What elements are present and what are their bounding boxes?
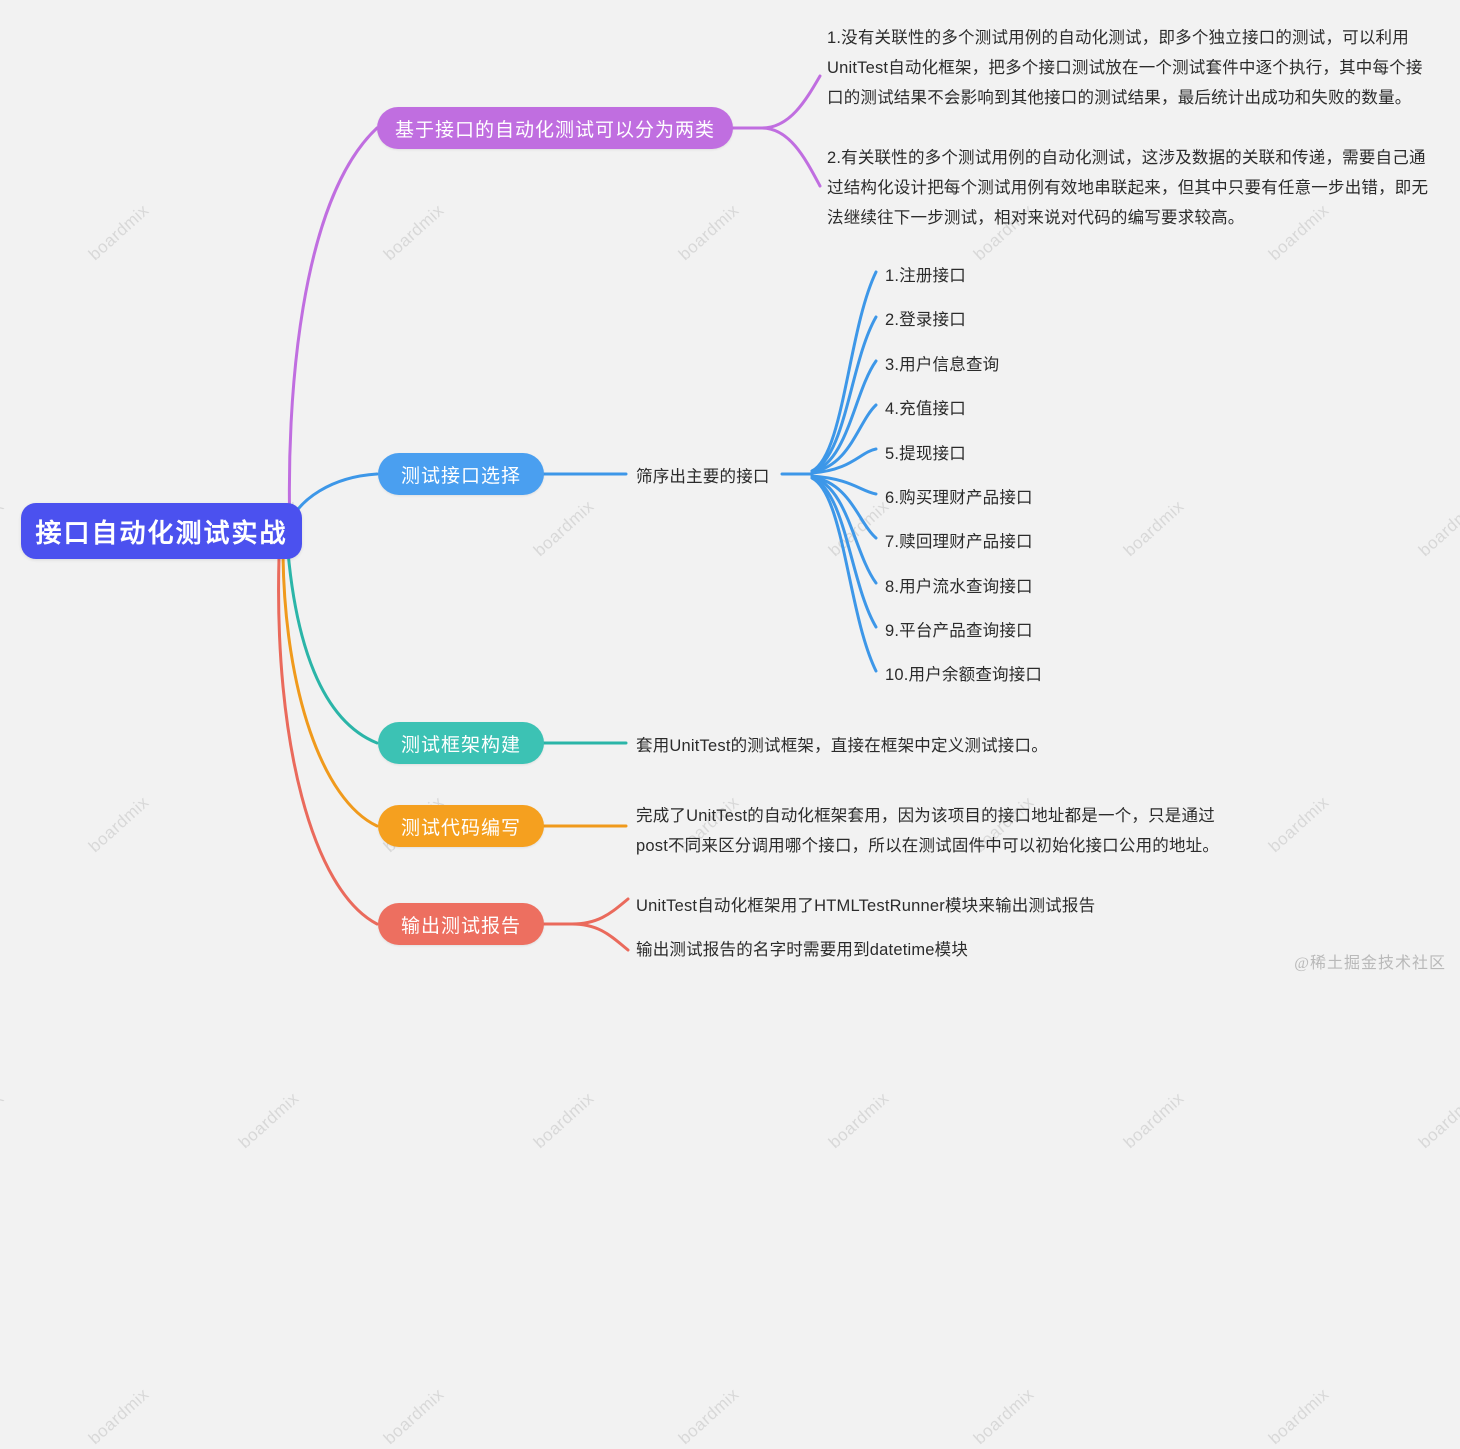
edge-classification-child-2 — [760, 126, 822, 188]
edge-interface-1 — [810, 270, 878, 473]
branch-label-classification: 基于接口的自动化测试可以分为两类 — [394, 119, 715, 141]
branch-label-report-output: 输出测试报告 — [400, 915, 521, 937]
leaf-report-output-2: 输出测试报告的名字时需要用到datetime模块 — [636, 941, 969, 959]
watermark-text: boardmix — [1120, 1088, 1188, 1153]
leaf-interface-10: 10.用户余额查询接口 — [885, 666, 1043, 684]
leaf-interface-4: 4.充值接口 — [885, 400, 966, 418]
branch-node-framework-build[interactable]: 测试框架构建 — [378, 722, 544, 764]
watermark-text: boardmix — [0, 496, 8, 561]
edge-interface-9 — [810, 476, 878, 629]
branch-node-code-writing[interactable]: 测试代码编写 — [378, 805, 544, 847]
edge-interface-4 — [810, 403, 878, 474]
leaf-report-output-1: UnitTest自动化框架用了HTMLTestRunner模块来输出测试报告 — [636, 897, 1096, 915]
edge-interface-3 — [810, 359, 878, 474]
watermark-text: boardmix — [380, 200, 448, 265]
watermark-text: boardmix — [85, 792, 153, 857]
branch-label-interface-selection: 测试接口选择 — [400, 465, 521, 487]
watermark-text: boardmix — [1120, 496, 1188, 561]
leaf-interface-7: 7.赎回理财产品接口 — [885, 533, 1033, 551]
watermark-text: boardmix — [970, 1384, 1038, 1449]
watermark-text: boardmix — [530, 1088, 598, 1153]
leaf-interface-2: 2.登录接口 — [885, 311, 966, 329]
edge-report-output-child-1 — [570, 897, 630, 926]
edge-root-code-writing — [281, 554, 379, 828]
leaf-classification-item-1: 1.没有关联性的多个测试用例的自动化测试，即多个独立接口的测试，可以利用Unit… — [827, 29, 1423, 107]
watermark-text: boardmix — [85, 1384, 153, 1449]
watermark-text: boardmix — [825, 1088, 893, 1153]
leaf-classification-item-2: 2.有关联性的多个测试用例的自动化测试，这涉及数据的关联和传递，需要自己通过结构… — [827, 149, 1429, 227]
watermark-text: boardmix — [1415, 496, 1460, 561]
leaf-interface-selection-middle: 筛序出主要的接口 — [636, 468, 770, 486]
edge-root-report-output — [277, 556, 379, 926]
leaf-framework-build-1: 套用UnitTest的测试框架，直接在框架中定义测试接口。 — [636, 737, 1048, 755]
edge-interface-5 — [810, 447, 878, 475]
leaf-interface-3: 3.用户信息查询 — [885, 356, 1000, 374]
edge-interface-10 — [810, 476, 878, 673]
edge-interface-2 — [810, 315, 878, 473]
edge-interface-8 — [810, 475, 878, 585]
watermark-text: boardmix — [1265, 1384, 1333, 1449]
edge-root-interface-selection — [288, 472, 379, 524]
edge-root-classification — [287, 126, 379, 533]
watermark-text: boardmix — [675, 1384, 743, 1449]
edge-interface-6 — [810, 474, 878, 496]
edge-interface-7 — [810, 475, 878, 540]
branch-node-classification[interactable]: 基于接口的自动化测试可以分为两类 — [377, 107, 733, 149]
watermark-text: boardmix — [85, 200, 153, 265]
leaf-interface-1: 1.注册接口 — [885, 267, 966, 285]
branch-node-interface-selection[interactable]: 测试接口选择 — [378, 453, 544, 495]
root-node[interactable]: 接口自动化测试实战 — [21, 503, 302, 559]
branch-node-report-output[interactable]: 输出测试报告 — [378, 903, 544, 945]
watermark-text: boardmix — [675, 200, 743, 265]
watermark-text: boardmix — [825, 496, 893, 561]
watermark-text: boardmix — [530, 496, 598, 561]
watermark-text: boardmix — [235, 1088, 303, 1153]
root-node-label: 接口自动化测试实战 — [35, 517, 288, 548]
leaf-interface-8: 8.用户流水查询接口 — [885, 578, 1033, 596]
edge-report-output-child-2 — [570, 922, 630, 952]
leaf-interface-9: 9.平台产品查询接口 — [885, 622, 1033, 640]
branch-label-framework-build: 测试框架构建 — [400, 734, 521, 756]
leaf-interface-6: 6.购买理财产品接口 — [885, 489, 1033, 507]
edge-classification-child-1 — [760, 74, 822, 130]
watermark-text: boardmix — [0, 1088, 8, 1153]
watermark-text: boardmix — [1415, 1088, 1460, 1153]
edge-root-framework-build — [286, 550, 379, 745]
leaf-interface-5: 5.提现接口 — [885, 445, 966, 463]
corner-watermark: @稀土掘金技术社区 — [1294, 955, 1446, 972]
watermark-text: boardmix — [380, 1384, 448, 1449]
watermark-text: boardmix — [1265, 792, 1333, 857]
leaf-code-writing-1: 完成了UnitTest的自动化框架套用，因为该项目的接口地址都是一个，只是通过p… — [636, 807, 1220, 855]
branch-label-code-writing: 测试代码编写 — [400, 817, 521, 839]
